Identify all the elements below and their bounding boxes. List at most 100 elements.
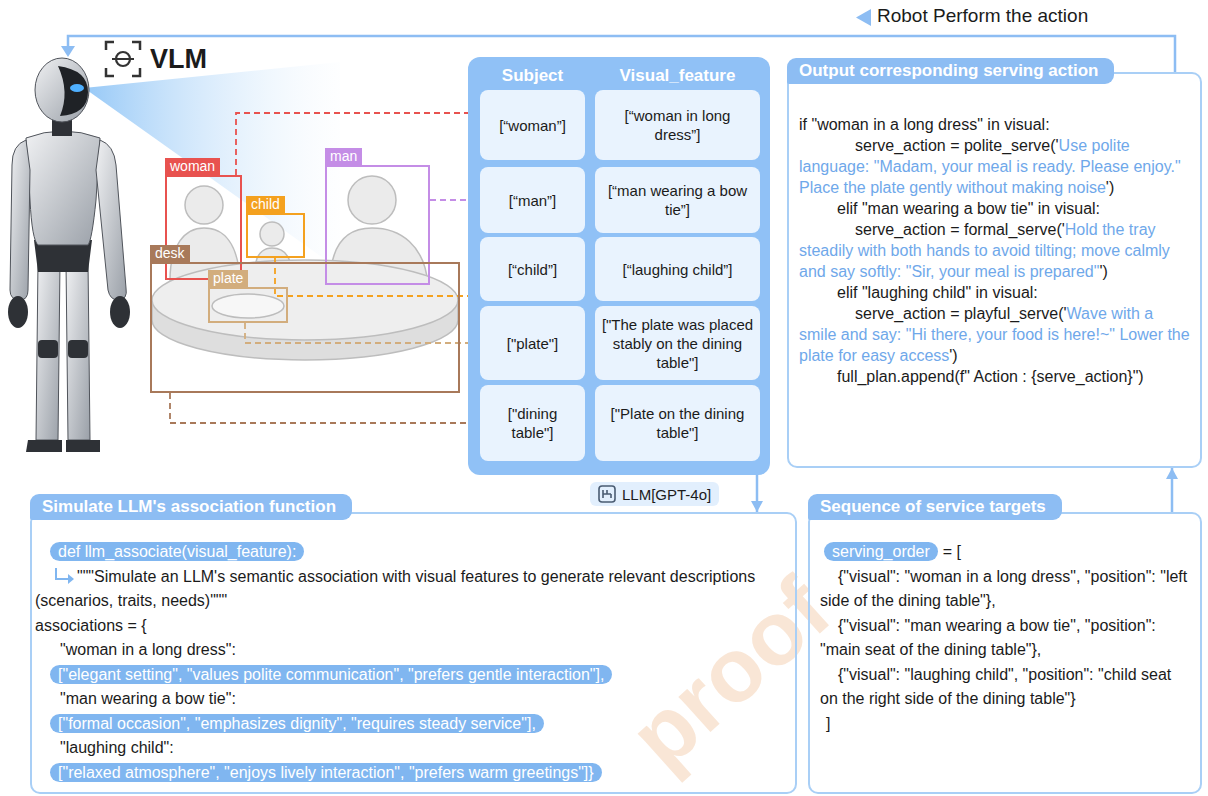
robot-figure-part [110, 296, 130, 328]
code-panel: Output corresponding serving actionif "w… [787, 72, 1202, 468]
table-cell: ["The plate was placed stably on the din… [595, 306, 760, 380]
code-line: if "woman in a long dress" in visual: [799, 114, 1190, 135]
code-text: ] [826, 715, 830, 732]
code-line: elif "man wearing a bow tie" in visual: [799, 198, 1190, 219]
code-block: def llm_associate(visual_feature):"""Sim… [35, 540, 787, 785]
arrow-head [751, 501, 763, 512]
table-cell: ["Plate on the dining table"] [595, 385, 760, 461]
box-tag: woman [165, 158, 220, 175]
code-text: full_plan.append(f" Action : {serve_acti… [837, 368, 1144, 385]
robot-figure-part [58, 66, 88, 116]
code-line: serving_order = [ [820, 540, 1192, 565]
scan-icon-part [112, 58, 134, 60]
dining-scene-part [260, 222, 284, 246]
code-text: associations = { [35, 617, 147, 634]
code-text: "woman in a long dress": [60, 641, 236, 658]
table-cell: [“woman in long dress”] [595, 90, 760, 160]
code-line: serve_action = formal_serve('Hold the tr… [799, 219, 1190, 282]
model-name-text: LLM[GPT-4o] [622, 486, 711, 503]
code-line: {"visual": "laughing child", "position":… [820, 663, 1192, 712]
table-cell: [“man wearing a bow tie”] [595, 167, 760, 233]
cell-text: ["plate"] [507, 334, 559, 353]
code-line: full_plan.append(f" Action : {serve_acti… [799, 366, 1190, 387]
column-header: Subject [480, 65, 585, 87]
dining-scene-part [152, 260, 458, 340]
code-block: serving_order = [ {"visual": "woman in a l… [820, 540, 1192, 736]
model-name: VLM [150, 44, 207, 75]
code-block: if "woman in a long dress" in visual: ser… [799, 114, 1190, 387]
panel-header: Simulate LLM's association function [30, 494, 352, 520]
code-highlight: serving_order [824, 542, 938, 561]
return-arrow-head [68, 574, 74, 584]
code-line: """Simulate an LLM's semantic associatio… [35, 565, 787, 614]
leader-connector [170, 393, 480, 423]
robot-figure-part [26, 131, 100, 245]
action-caption: Robot Perform the action [877, 5, 1088, 27]
code-highlight: ["relaxed atmosphere", "enjoys lively in… [50, 763, 602, 782]
code-highlight: ["elegant setting", "values polite commu… [50, 665, 612, 684]
code-text: serve_action = playful_serve(' [855, 305, 1067, 322]
code-line: ["relaxed atmosphere", "enjoys lively in… [35, 761, 787, 786]
code-line: ] [820, 712, 1192, 737]
cell-text: ["dining table"] [486, 404, 579, 442]
code-text: elif "laughing child" in visual: [837, 284, 1038, 301]
cell-text: ["Plate on the dining table"] [601, 404, 754, 442]
column-header: Visual_feature [595, 65, 760, 87]
detection-box: plate [208, 287, 288, 323]
code-text: "laughing child": [60, 739, 174, 756]
code-text: {"visual": "woman in a long dress", "pos… [820, 568, 1187, 610]
detection-box: child [246, 213, 305, 258]
panel-header: Sequence of service targets [808, 494, 1062, 520]
robot-figure-part [8, 296, 28, 328]
box-tag: man [325, 148, 362, 165]
return-arrow [53, 568, 75, 584]
detection-box: woman [165, 175, 242, 280]
code-text: ') [949, 347, 957, 364]
robot-figure-part [38, 340, 58, 358]
code-panel: Sequence of service targetsserving_order… [808, 512, 1202, 794]
box-tag: child [246, 196, 285, 213]
leader-connector [245, 323, 480, 343]
table-cell: ["dining table"] [480, 385, 585, 461]
code-line: {"visual": "man wearing a bow tie", "pos… [820, 614, 1192, 663]
table-cell: [“woman”] [480, 90, 585, 160]
code-line: ["formal occasion", "emphasizes dignity"… [35, 712, 787, 737]
box-tag: desk [150, 245, 190, 262]
code-line: serve_action = polite_serve('Use polite … [799, 135, 1190, 198]
cell-text: [“child”] [508, 260, 557, 279]
code-line: associations = { [35, 614, 787, 639]
robot-figure-part [66, 262, 90, 440]
code-text: = [ [943, 543, 961, 560]
code-line: ["elegant setting", "values polite commu… [35, 663, 787, 688]
code-text: ') [1106, 179, 1114, 196]
return-arrow-line [56, 568, 69, 579]
cell-text: [“woman”] [499, 116, 566, 135]
code-highlight: ["formal occasion", "emphasizes dignity"… [50, 714, 544, 733]
code-text: if "woman in a long dress" in visual: [799, 116, 1050, 133]
code-text: {"visual": "man wearing a bow tie", "pos… [820, 617, 1156, 659]
watermark: proof [610, 558, 850, 788]
code-line: elif "laughing child" in visual: [799, 282, 1190, 303]
cell-text: [“man”] [509, 191, 557, 210]
table-cell: ["plate"] [480, 306, 585, 380]
cell-text: [“man wearing a bow tie”] [601, 181, 754, 219]
feedback-loop-line-part [856, 9, 871, 26]
cell-text: ["The plate was placed stably on the din… [601, 315, 754, 372]
robot-figure-part [36, 262, 60, 440]
arrow-head [1166, 468, 1178, 479]
robot-figure-part [96, 140, 126, 300]
code-text: elif "man wearing a bow tie" in visual: [837, 200, 1100, 217]
code-panel: Simulate LLM's association functiondef l… [30, 512, 797, 794]
code-text: ') [1099, 263, 1107, 280]
panel-header: Output corresponding serving action [787, 58, 1114, 84]
robot-figure-part [70, 84, 84, 92]
robot-figure-part [10, 140, 30, 300]
detection-box: deskplate [150, 262, 460, 393]
robot-figure-part [26, 440, 62, 452]
scan-icon [106, 42, 140, 76]
table-cell: [“laughing child”] [595, 237, 760, 301]
dining-scene [152, 176, 458, 360]
code-text: serve_action = polite_serve(' [855, 137, 1059, 154]
table-cell: [“man”] [480, 167, 585, 233]
